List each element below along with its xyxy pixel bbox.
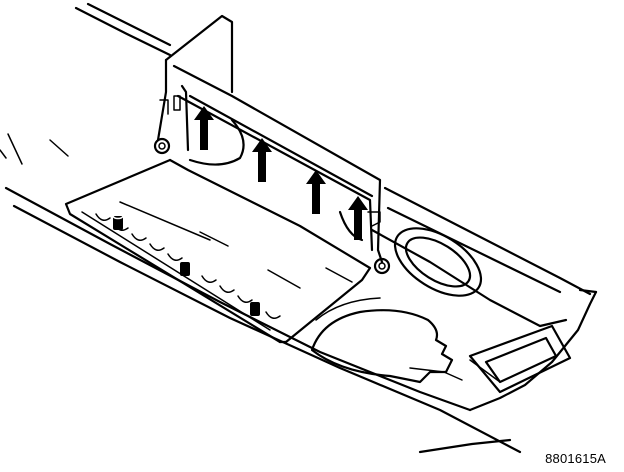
cup-holder <box>310 297 463 384</box>
oval-cup-holder <box>393 227 483 297</box>
figure-code-label: 8801615A <box>545 451 606 466</box>
tray-fastener-1 <box>112 212 124 230</box>
up-arrow-icon <box>194 106 214 150</box>
storage-tray <box>64 158 372 344</box>
console-rim <box>370 186 592 328</box>
rear-vent <box>468 324 572 394</box>
tray-fastener-2 <box>180 262 190 276</box>
lift-arrows <box>194 106 368 240</box>
tray-fastener-3 <box>250 302 260 316</box>
up-arrow-icon <box>348 196 368 240</box>
up-arrow-icon <box>252 138 272 182</box>
lid-panel <box>156 14 384 264</box>
console-body <box>0 2 598 454</box>
lid-hinge-fastener-right <box>373 257 391 275</box>
lid-hinge-fastener-left <box>153 137 171 155</box>
up-arrow-icon <box>306 170 326 214</box>
